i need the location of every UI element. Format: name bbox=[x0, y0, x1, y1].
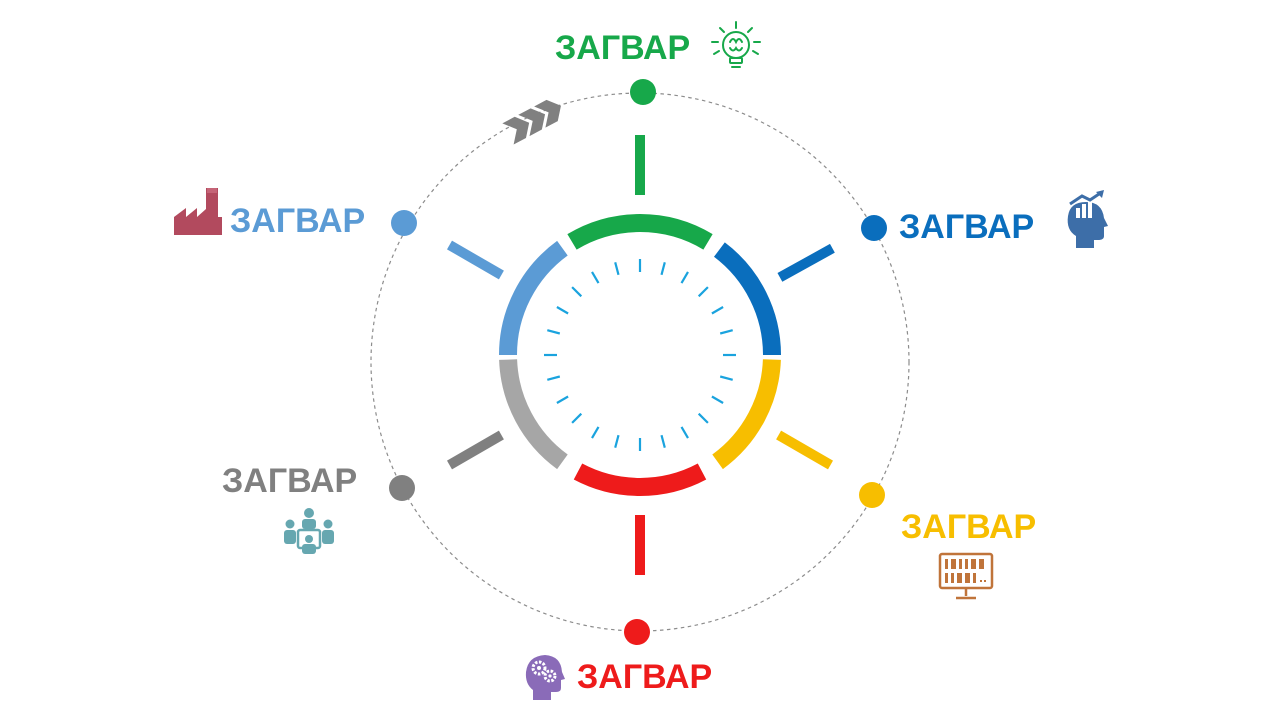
label-bottom: ЗАГВАР bbox=[577, 658, 713, 696]
arc-segment-1 bbox=[713, 242, 781, 356]
arc-segment-5 bbox=[499, 240, 568, 356]
spoke-1 bbox=[777, 243, 835, 282]
tick-mark bbox=[591, 271, 600, 284]
head-gears-icon bbox=[525, 655, 565, 700]
binary-monitor-icon bbox=[938, 552, 994, 600]
chevrons-right-icon bbox=[502, 99, 561, 145]
tick-mark bbox=[591, 426, 600, 439]
spoke-5 bbox=[446, 240, 504, 280]
tick-mark bbox=[556, 395, 569, 404]
tick-mark bbox=[660, 262, 666, 276]
tick-mark bbox=[660, 434, 666, 448]
tick-mark bbox=[547, 375, 561, 381]
arc-segment-3 bbox=[573, 463, 707, 496]
orbit-dot-bottom bbox=[624, 619, 650, 645]
spoke-2 bbox=[776, 430, 834, 470]
orbit-dots bbox=[389, 79, 887, 645]
label-top-left: ЗАГВАР bbox=[230, 202, 366, 240]
tick-mark bbox=[680, 271, 689, 284]
arc-segment-0 bbox=[567, 214, 713, 250]
tick-mark bbox=[556, 306, 569, 315]
label-top-right: ЗАГВАР bbox=[899, 208, 1035, 246]
tick-mark bbox=[697, 286, 709, 298]
spoke-4 bbox=[446, 430, 504, 470]
label-bottom-left: ЗАГВАР bbox=[222, 462, 358, 500]
tick-mark bbox=[680, 426, 689, 439]
tick-mark bbox=[614, 262, 620, 276]
arc-segment-4 bbox=[499, 359, 568, 470]
tick-mark bbox=[614, 434, 620, 448]
lightbulb-brain-icon bbox=[711, 21, 761, 68]
label-bottom-right: ЗАГВАР bbox=[901, 508, 1037, 546]
orbit-dot-top bbox=[630, 79, 656, 105]
label-top: ЗАГВАР bbox=[555, 29, 691, 67]
inner-arc-ring bbox=[499, 214, 781, 496]
tick-mark bbox=[711, 306, 724, 315]
meeting-people-icon bbox=[284, 508, 334, 554]
spokes bbox=[446, 135, 835, 575]
arc-segment-2 bbox=[712, 359, 781, 470]
tick-mark bbox=[719, 329, 733, 335]
tick-mark bbox=[719, 375, 733, 381]
clock-ticks bbox=[544, 259, 736, 451]
tick-mark bbox=[547, 329, 561, 335]
head-chart-icon bbox=[1067, 190, 1108, 248]
orbit-dot-bottom-right bbox=[859, 482, 885, 508]
tick-mark bbox=[571, 412, 583, 424]
orbit-dot-bottom-left bbox=[389, 475, 415, 501]
orbit-dot-top-right bbox=[861, 215, 887, 241]
tick-mark bbox=[711, 395, 724, 404]
tick-mark bbox=[571, 286, 583, 298]
factory-icon bbox=[174, 188, 222, 235]
orbit-dot-top-left bbox=[391, 210, 417, 236]
tick-mark bbox=[697, 412, 709, 424]
